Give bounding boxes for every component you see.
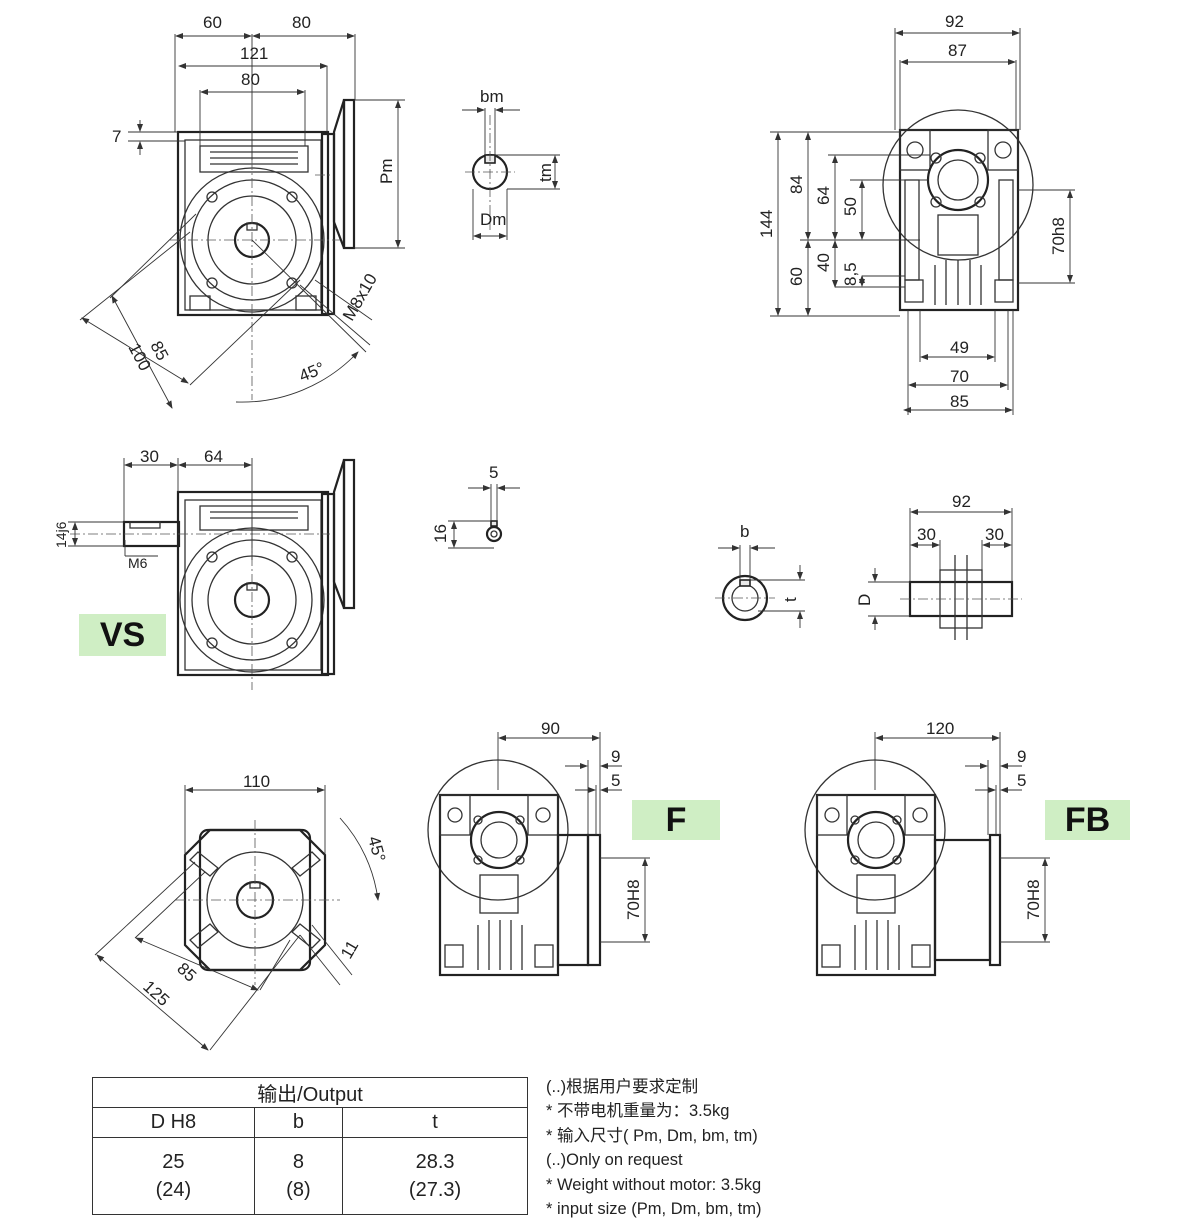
dim-30: 30 bbox=[140, 447, 159, 466]
note-line: (..)Only on request bbox=[546, 1151, 683, 1170]
table-row: (24) (8) (27.3) bbox=[92, 1176, 528, 1215]
table-cell: 28.3 bbox=[342, 1137, 528, 1176]
dim-16-key: 16 bbox=[431, 524, 450, 543]
f-view: 90 9 5 70H8 bbox=[427, 719, 650, 977]
dim-85-flange: 85 bbox=[173, 959, 200, 986]
dim-9-f: 9 bbox=[611, 747, 620, 766]
dim-m8x10: M8x10 bbox=[339, 270, 381, 324]
table-cell: 8 bbox=[253, 1137, 344, 1176]
dim-60-top: 60 bbox=[203, 13, 222, 32]
dim-5-fb: 5 bbox=[1017, 771, 1026, 790]
note-line: * Weight without motor: 3.5kg bbox=[546, 1175, 762, 1194]
dim-110: 110 bbox=[243, 772, 270, 791]
table-header-t: t bbox=[342, 1107, 528, 1138]
dim-70h8-fb: 70H8 bbox=[1024, 879, 1043, 920]
dim-80-inner: 80 bbox=[241, 70, 260, 89]
dim-9-fb: 9 bbox=[1017, 747, 1026, 766]
output-shaft-detail: 92 30 30 D bbox=[855, 492, 1022, 640]
dim-70h8-f: 70H8 bbox=[624, 879, 643, 920]
dim-49: 49 bbox=[950, 338, 969, 357]
dim-87: 87 bbox=[948, 41, 967, 60]
dim-30-left: 30 bbox=[917, 525, 936, 544]
dim-64: 64 bbox=[204, 447, 223, 466]
flange-view: 110 45° 85 125 11 bbox=[94, 772, 389, 1051]
note-line: (..)根据用户要求定制 bbox=[546, 1078, 699, 1096]
dim-8-5: 8,5 bbox=[841, 262, 860, 286]
note-line: * 不带电机重量为：3.5kg bbox=[546, 1102, 730, 1121]
tag-fb: FB bbox=[1045, 800, 1130, 840]
table-header-dh8: D H8 bbox=[92, 1107, 255, 1138]
dim-11: 11 bbox=[337, 937, 362, 962]
front-view: 60 80 121 80 7 Pm 85 100 M8x10 45° bbox=[79, 13, 405, 409]
table-cell: (24) bbox=[92, 1176, 255, 1215]
output-table: 输出/Output D H8 b t 25 8 28.3 (24) (8) (2… bbox=[92, 1077, 528, 1215]
angle-45-flange: 45° bbox=[364, 834, 389, 864]
dim-pm: Pm bbox=[377, 159, 396, 185]
dim-70h8-side: 70h8 bbox=[1049, 217, 1068, 255]
dim-92-out: 92 bbox=[952, 492, 971, 511]
dim-tm: tm bbox=[536, 163, 555, 182]
dim-40: 40 bbox=[814, 253, 833, 272]
table-row: 25 8 28.3 bbox=[92, 1137, 528, 1176]
table-header-b: b bbox=[253, 1107, 344, 1138]
note-line: * 输入尺寸( Pm, Dm, bm, tm) bbox=[546, 1126, 758, 1145]
dim-64-side: 64 bbox=[814, 186, 833, 205]
table-cell: 25 bbox=[92, 1137, 255, 1176]
dim-121: 121 bbox=[240, 44, 268, 63]
table-cell: (8) bbox=[253, 1176, 344, 1215]
dim-7: 7 bbox=[112, 127, 121, 146]
dim-144: 144 bbox=[757, 210, 776, 238]
dim-120: 120 bbox=[926, 719, 954, 738]
angle-45-main: 45° bbox=[296, 358, 327, 385]
dim-70-side: 70 bbox=[950, 367, 969, 386]
dim-90: 90 bbox=[541, 719, 560, 738]
dim-60-side: 60 bbox=[787, 267, 806, 286]
dim-30-right: 30 bbox=[985, 525, 1004, 544]
dim-5-key: 5 bbox=[489, 463, 498, 482]
dim-bm: bm bbox=[480, 87, 504, 106]
table-title: 输出/Output bbox=[92, 1077, 528, 1108]
dim-t: t bbox=[781, 597, 800, 602]
dim-85-side: 85 bbox=[950, 392, 969, 411]
dim-80-top: 80 bbox=[292, 13, 311, 32]
tag-f: F bbox=[632, 800, 720, 840]
dim-m6: M6 bbox=[128, 555, 148, 571]
dim-125: 125 bbox=[139, 977, 173, 1010]
vs-view: 30 64 14j6 M6 bbox=[53, 447, 356, 690]
input-keyway-detail: bm tm Dm bbox=[462, 87, 560, 240]
small-keyway-detail: 5 16 bbox=[431, 463, 520, 549]
dim-D: D bbox=[855, 594, 874, 606]
tag-vs: VS bbox=[79, 614, 166, 656]
table-cell: (27.3) bbox=[342, 1176, 528, 1215]
dim-92-side: 92 bbox=[945, 12, 964, 31]
dim-84: 84 bbox=[787, 175, 806, 194]
dim-5-f: 5 bbox=[611, 771, 620, 790]
dim-50: 50 bbox=[841, 197, 860, 216]
note-line: * input size (Pm, Dm, bm, tm) bbox=[546, 1200, 762, 1219]
notes-block: (..)根据用户要求定制 * 不带电机重量为：3.5kg * 输入尺寸( Pm,… bbox=[546, 1075, 761, 1221]
dim-b: b bbox=[740, 522, 749, 541]
side-view: 92 87 144 84 64 50 70h8 60 40 8,5 49 70 … bbox=[757, 12, 1075, 415]
fb-view: 120 9 5 70H8 bbox=[804, 719, 1050, 977]
dim-dm: Dm bbox=[480, 210, 506, 229]
output-bore-detail: b t bbox=[715, 522, 805, 628]
dim-14j6: 14j6 bbox=[53, 521, 69, 548]
